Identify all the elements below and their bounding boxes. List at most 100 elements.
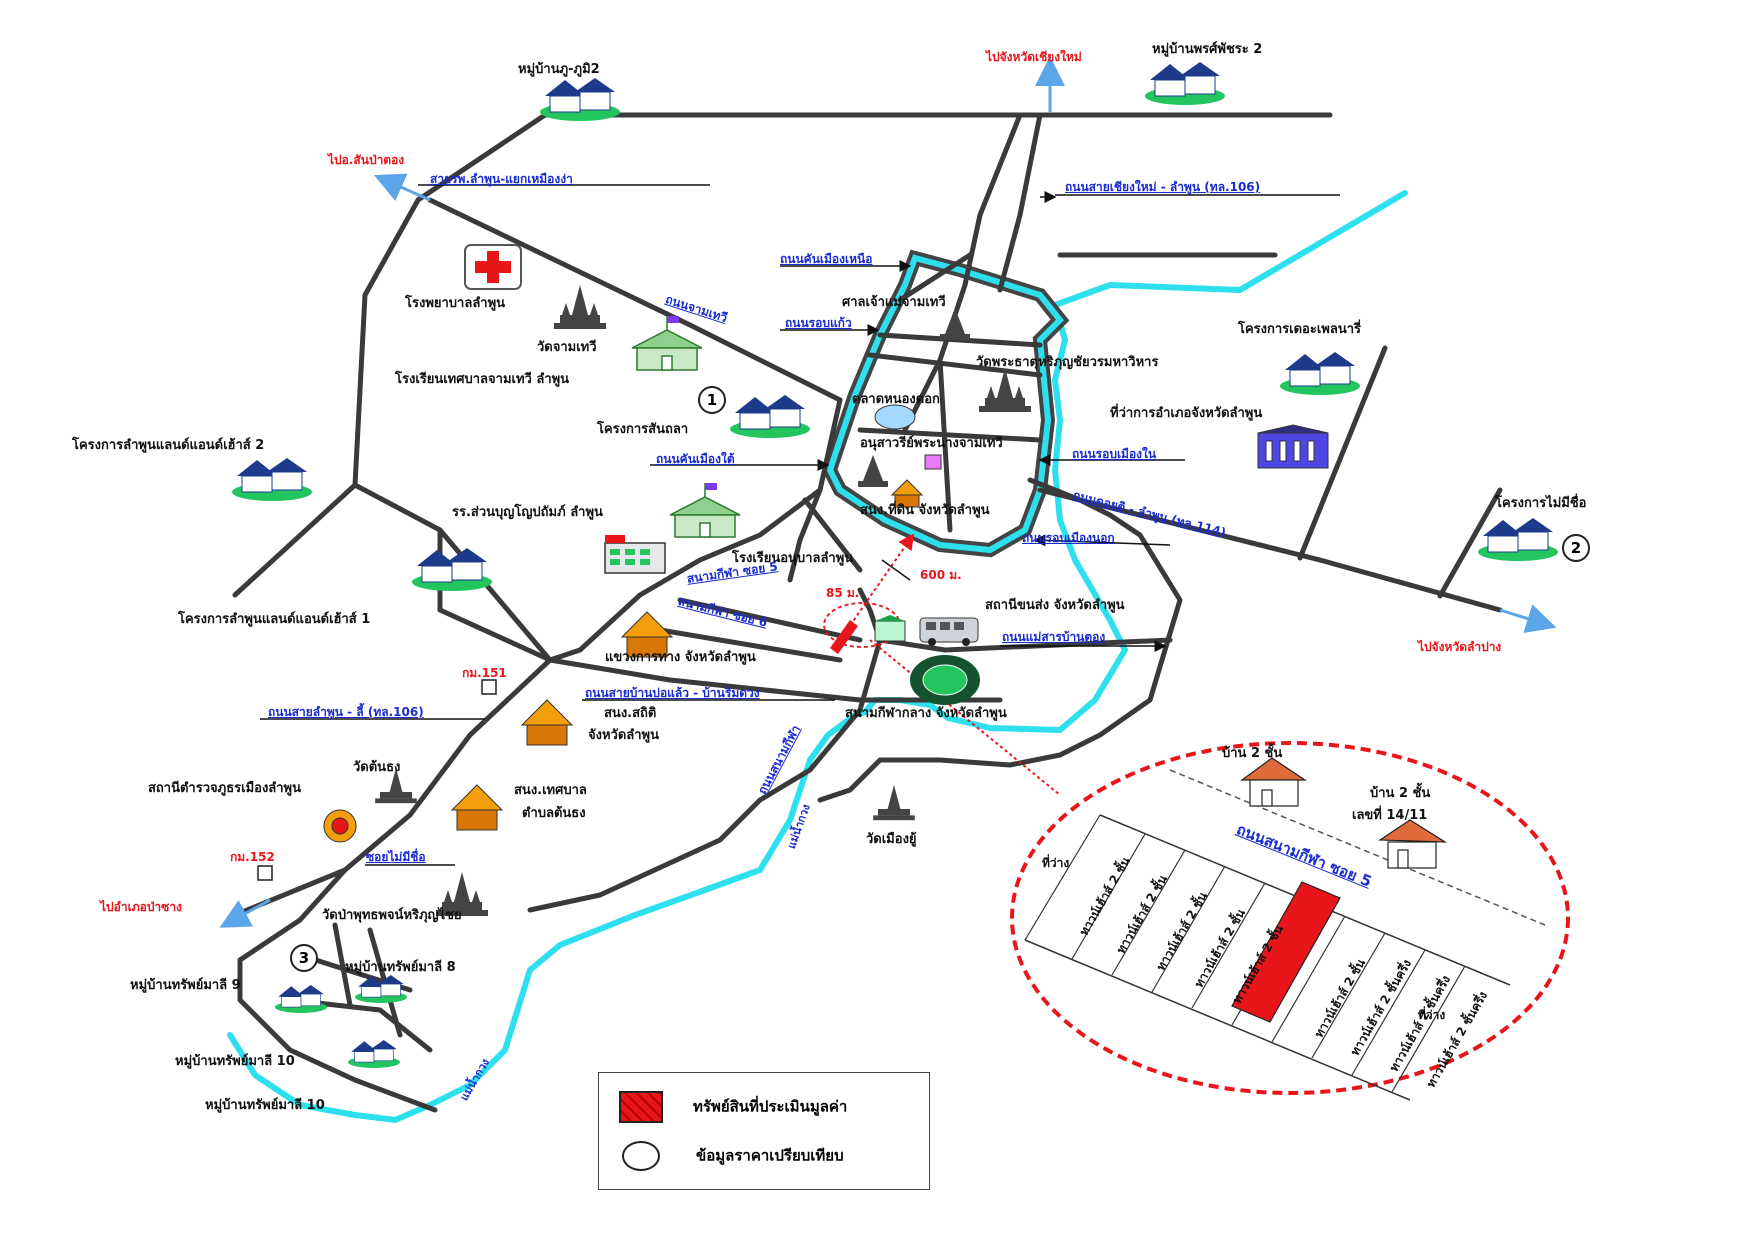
label-kindergarten: โรงเรียนอนุบาลลำพูน [732, 551, 854, 566]
km-152: กม.152 [230, 850, 275, 864]
km-marker-icon [481, 679, 497, 695]
village-icon [1145, 62, 1225, 105]
label-wat-chamthewi: วัดจามเทวี [537, 340, 597, 355]
market-icon [874, 404, 916, 430]
village-icon [540, 78, 620, 121]
label-wat-mueang-yu: วัดเมืองยู้ [866, 832, 917, 847]
label-chamthewi-shrine: ศาลเจ้าแม่จามเทวี [842, 295, 946, 310]
inset-house-a-label: บ้าน 2 ชั้น [1222, 746, 1283, 761]
village-icon [348, 1040, 400, 1068]
label-hospital: โรงพยาบาลลำพูน [405, 296, 506, 311]
direction-lampang: ไปจังหวัดลำปาง [1418, 640, 1502, 654]
subject-building-icon [874, 615, 906, 642]
inset-vacant-right: ที่ว่าง [1418, 1008, 1446, 1022]
label-bus-station: สถานีขนส่ง จังหวัดลำพูน [985, 598, 1125, 613]
label-statistics-1: สนง.สถิติ [604, 706, 657, 721]
inset-detail [1010, 741, 1570, 1101]
road-north-wall: ถนนคันเมืองเหนือ [780, 252, 873, 266]
road-outer-ring: ถนนรอบเมืองนอก [1022, 531, 1115, 545]
road-mae-sarn: ถนนแม่สารบ้านตอง [1002, 630, 1106, 644]
direction-chiang-mai: ไปจังหวัดเชียงใหม่ [986, 50, 1082, 64]
village-icon [355, 975, 407, 1003]
inset-house-b-label-1: บ้าน 2 ชั้น [1370, 786, 1431, 801]
road-lamphun-li: ถนนสายลำพูน - ลี้ (ทล.106) [268, 705, 424, 719]
km-marker-icon [257, 865, 273, 881]
legend-comparable-circle [622, 1141, 660, 1171]
shrine-icon [940, 308, 970, 340]
inset-house-a [1240, 757, 1307, 807]
label-provincial-office: สนง.ที่ดิน จังหวัดลำพูน [860, 503, 990, 518]
label-highway-office: แขวงการทาง จังหวัดลำพูน [605, 650, 756, 665]
inset-house-b-label-2: เลขที่ 14/11 [1352, 808, 1428, 823]
comparable-marker-2: 2 [1562, 534, 1590, 562]
distance-600m: 600 ม. [920, 568, 962, 582]
legend-subject-label: ทรัพย์สินที่ประเมินมูลค่า [693, 1097, 848, 1116]
village-icon [232, 458, 312, 501]
monument-flag-icon [924, 454, 942, 470]
label-market: ตลาดหนองดอก [852, 392, 940, 407]
leader-lines [260, 184, 1340, 866]
village-icon [730, 395, 810, 438]
comparable-marker-3: 3 [290, 944, 318, 972]
label-wat-ton-thong: วัดต้นธง [353, 760, 401, 775]
school-icons [604, 316, 741, 574]
inset-subject-unit [1231, 881, 1341, 1023]
label-school-chamthewi: โรงเรียนเทศบาลจามเทวี ลำพูน [395, 372, 570, 387]
label-district-office: ที่ว่าการอำเภอจังหวัดลำพูน [1110, 406, 1263, 421]
temple-icon [873, 785, 915, 821]
label-sap-mali-10b: หมู่บ้านทรัพย์มาลี 10 [205, 1098, 325, 1113]
statistics-office-icon [520, 699, 574, 746]
temple-icons [375, 285, 1031, 916]
hospital-icon [464, 244, 522, 290]
road-ban-bo-kaew: ถนนสายบ้านบ่อแล้ว - บ้านริมดวง [585, 686, 760, 700]
road-south-wall: ถนนคันเมืองใต้ [656, 452, 735, 466]
label-no-name-project: โครงการไม่มีชื่อ [1495, 496, 1587, 511]
temple-icon [979, 368, 1031, 412]
road-chiangmai-lamphun: ถนนสายเชียงใหม่ - ลำพูน (ทล.106) [1065, 180, 1261, 194]
label-police: สถานีตำรวจภูธรเมืองลำพูน [148, 781, 302, 796]
label-moo-ban-phu-phum: หมู่บ้านภู-ภูมิ2 [518, 62, 600, 77]
temple-icon [375, 768, 417, 804]
label-monument: อนุสาวรีย์พระนางจามเทวี [860, 436, 1003, 451]
road-inner-ring: ถนนรอบเมืองใน [1072, 447, 1157, 461]
village-icon [412, 548, 492, 591]
temple-icon [554, 285, 606, 329]
school-icon [631, 316, 703, 371]
label-school-suan-bun: รร.ส่วนบุญโญปถัมภ์ ลำพูน [452, 505, 603, 520]
monument-icon [858, 455, 888, 487]
distance-85m: 85 ม. [826, 586, 860, 600]
district-office-icon [1257, 424, 1329, 469]
land-office-icon [890, 479, 924, 508]
label-the-pelanee: โครงการเดอะเพลนารี่ [1238, 322, 1361, 337]
label-sap-mali-9: หมู่บ้านทรัพย์มาลี 9 [130, 978, 241, 993]
legend-row-subject: ทรัพย์สินที่ประเมินมูลค่า [619, 1091, 848, 1123]
school-icon [669, 483, 741, 538]
legend-comparable-label: ข้อมูลราคาเปรียบเทียบ [696, 1146, 844, 1165]
comparable-marker-1: 1 [698, 386, 726, 414]
bus-icon [919, 617, 979, 646]
stadium-icon [910, 655, 980, 705]
legend-subject-swatch [619, 1091, 663, 1123]
label-statistics-2: จังหวัดลำพูน [588, 728, 659, 743]
village-icon [1478, 518, 1558, 561]
label-sap-mali-10a: หมู่บ้านทรัพย์มาลี 10 [175, 1054, 295, 1069]
direction-san-pa-tong: ไปอ.สันป่าตอง [328, 153, 405, 167]
label-wat-hariphunchai: วัดพระธาตุหริภุญชัยวรมหาวิหาร [976, 355, 1159, 370]
road-hospital: สายรพ.ลำพูน-แยกเหมืองง่า [430, 172, 573, 186]
temple-icon [436, 872, 488, 916]
municipal-office-icon [450, 784, 504, 831]
label-moo-ban-phot: หมู่บ้านพรศ์พัชระ 2 [1152, 42, 1263, 57]
label-wat-phra-phutthabat: วัดป่าพุทธพจน์หริภุญไชย [322, 908, 462, 923]
legend: ทรัพย์สินที่ประเมินมูลค่า ข้อมูลราคาเปรี… [598, 1072, 930, 1190]
city-moat [822, 249, 1070, 558]
km-151: กม.151 [462, 666, 507, 680]
police-icon [323, 809, 357, 843]
inset-vacant-left: ที่ว่าง [1042, 856, 1070, 870]
label-lamphun-land-1: โครงการลำพูนแลนด์แอนด์เฮ้าส์ 1 [178, 612, 371, 627]
km-marker-icons [257, 679, 497, 881]
label-municipal-2: ตำบลต้นธง [522, 806, 586, 821]
label-sap-mali-8: หมู่บ้านทรัพย์มาลี 8 [345, 960, 456, 975]
river-kuang [227, 190, 1408, 1123]
label-lamphun-land-2: โครงการลำพูนแลนด์แอนด์เฮ้าส์ 2 [72, 438, 265, 453]
